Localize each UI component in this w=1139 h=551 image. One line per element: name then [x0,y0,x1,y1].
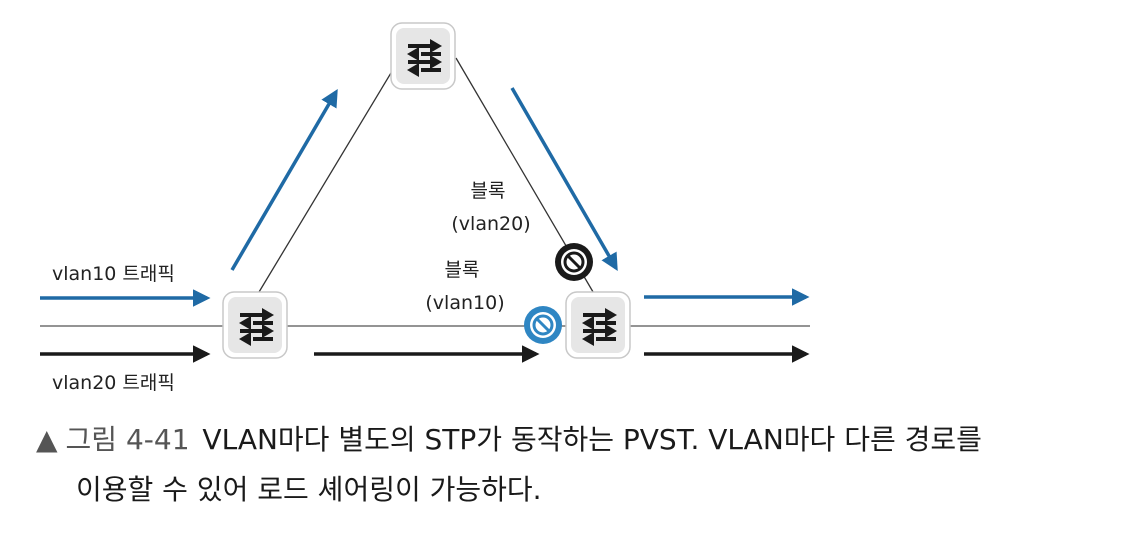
figure-caption-line2: 이용할 수 있어 로드 셰어링이 가능하다. [76,468,542,508]
caption-text-line2: 이용할 수 있어 로드 셰어링이 가능하다. [76,473,542,506]
block-vlan20-vlan: (vlan20) [451,213,530,235]
vlan20-traffic-label: vlan20 트래픽 [52,372,175,394]
switch-right[interactable] [564,290,632,360]
blocked-port-vlan20-icon [555,243,593,281]
link-top-left [255,57,401,298]
caption-text-line1: VLAN마다 별도의 STP가 동작하는 PVST. VLAN마다 다른 경로를 [202,423,982,456]
block-vlan20-title: 블록 [471,180,506,202]
figure-caption-line1: ▲그림 4-41 VLAN마다 별도의 STP가 동작하는 PVST. VLAN… [36,418,982,458]
vlan10-arrow-down [510,87,618,272]
blocked-port-vlan10-icon [524,306,562,344]
pvst-diagram: vlan10 트래픽 vlan20 트래픽 블록 (vlan20) 블록 (vl… [40,21,810,394]
switch-top[interactable] [389,21,457,91]
caption-triangle-icon: ▲ [36,423,58,456]
vlan10-traffic-label: vlan10 트래픽 [52,263,175,285]
vlan10-arrow-up [230,88,338,271]
figure-number: 그림 4-41 [65,423,190,456]
switch-left[interactable] [221,290,289,360]
block-vlan10-title: 블록 [445,259,480,281]
block-vlan10-vlan: (vlan10) [425,292,504,314]
